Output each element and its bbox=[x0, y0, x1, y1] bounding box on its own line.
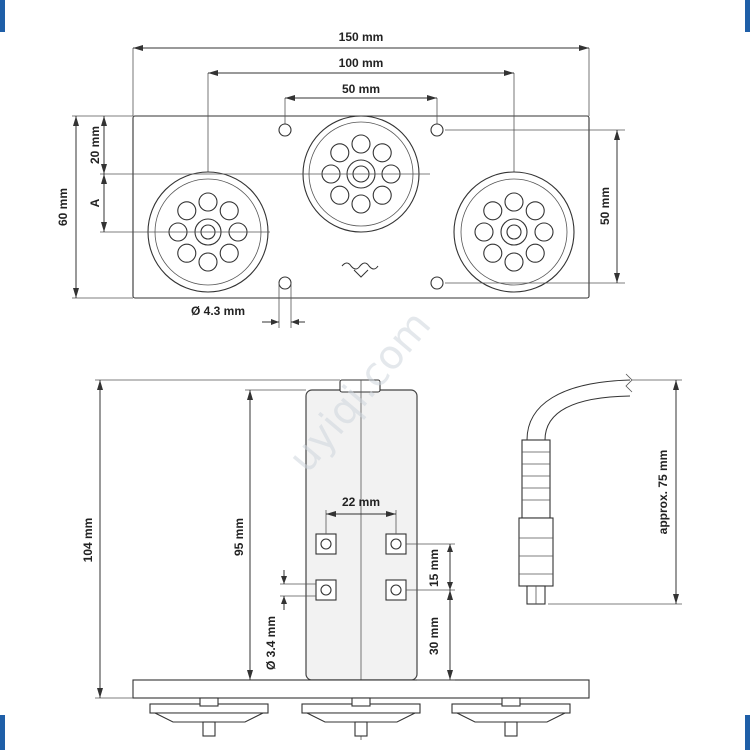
pulley-hole bbox=[198, 252, 218, 272]
dim-a: A bbox=[88, 198, 102, 207]
pulley-hole bbox=[177, 243, 197, 263]
dim-60: 60 mm bbox=[56, 188, 70, 226]
dim-hole-dia: Ø 4.3 mm bbox=[191, 304, 245, 318]
pulley-hole bbox=[351, 134, 371, 154]
pulley-hole bbox=[372, 185, 392, 205]
dim-30: 30 mm bbox=[427, 617, 441, 655]
dim-150: 150 mm bbox=[339, 30, 384, 44]
logo-mark bbox=[341, 262, 379, 270]
pulley-hole bbox=[504, 192, 524, 212]
pulley-hole bbox=[525, 243, 545, 263]
corner-accent-bottom-left bbox=[0, 715, 5, 750]
dim-cable: approx. 75 mm bbox=[656, 450, 670, 535]
dim-95: 95 mm bbox=[232, 518, 246, 556]
pulley-underside-center bbox=[301, 697, 421, 737]
pulley-hole bbox=[219, 201, 239, 221]
dim-small-hole: Ø 3.4 mm bbox=[264, 616, 278, 670]
dim-15: 15 mm bbox=[427, 549, 441, 587]
side-view: 104 mm 95 mm 22 mm 15 mm 30 mm bbox=[81, 379, 590, 740]
pulley-hole bbox=[330, 185, 350, 205]
pulley-underside-right bbox=[451, 697, 571, 737]
top-view: 150 mm 100 mm 50 mm bbox=[56, 30, 625, 328]
dim-22: 22 mm bbox=[342, 495, 380, 509]
pulley-hole bbox=[330, 143, 350, 163]
corner-accent-top-right bbox=[745, 0, 750, 32]
pulley-hole bbox=[474, 222, 494, 242]
mount-hole-3 bbox=[278, 276, 292, 290]
corner-accent-bottom-right bbox=[745, 715, 750, 750]
pulley-underside-left bbox=[149, 697, 269, 737]
mount-hole-1 bbox=[278, 123, 292, 137]
pulley-hole bbox=[483, 201, 503, 221]
pulley-hole bbox=[351, 194, 371, 214]
pulley-hole bbox=[198, 192, 218, 212]
dim-50-right: 50 mm bbox=[598, 187, 612, 225]
dim-50-top: 50 mm bbox=[342, 82, 380, 96]
dim-20: 20 mm bbox=[88, 126, 102, 164]
cable-connector: approx. 75 mm bbox=[518, 373, 682, 605]
dim-100: 100 mm bbox=[339, 56, 384, 70]
mount-hole-4 bbox=[430, 276, 444, 290]
pulley-hole bbox=[372, 143, 392, 163]
pulley-hole bbox=[504, 252, 524, 272]
corner-accent-top-left bbox=[0, 0, 5, 32]
pulley-hole bbox=[525, 201, 545, 221]
pulley-hole bbox=[534, 222, 554, 242]
mount-hole-2 bbox=[430, 123, 444, 137]
pulley-right bbox=[453, 171, 575, 293]
base-plate-side bbox=[132, 679, 590, 699]
pulley-hole bbox=[177, 201, 197, 221]
pulley-hole bbox=[483, 243, 503, 263]
pulley-hole bbox=[219, 243, 239, 263]
dim-104: 104 mm bbox=[81, 518, 95, 563]
